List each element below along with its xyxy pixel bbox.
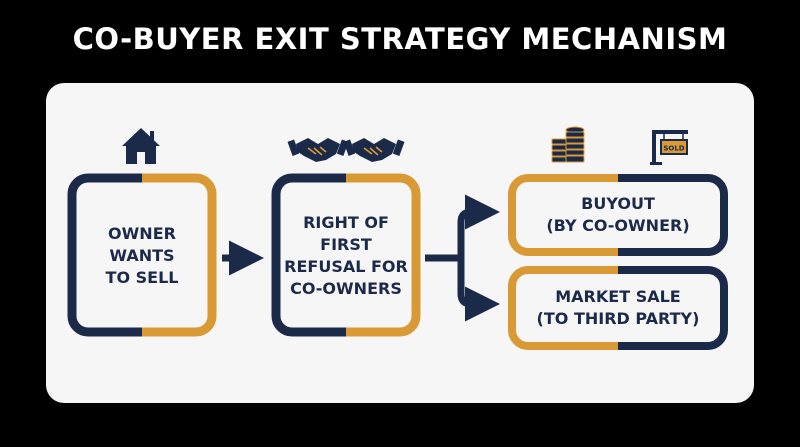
buyout-box — [508, 174, 728, 256]
sold-sign-icon: SOLD — [650, 130, 688, 165]
market-box — [508, 266, 728, 350]
buyout-label: BUYOUT (BY CO-OWNER) — [546, 194, 690, 235]
rofr-box — [271, 173, 421, 337]
owner-label: OWNER WANTS TO SELL — [105, 224, 179, 287]
owner-box — [67, 173, 217, 337]
sold-sign-text: SOLD — [663, 145, 684, 153]
branch-arrows — [425, 194, 500, 322]
rofr-label: RIGHT OF FIRST REFUSAL FOR CO-OWNERS — [284, 213, 408, 298]
page-title: CO-BUYER EXIT STRATEGY MECHANISM — [72, 22, 728, 56]
market-label: MARKET SALE (TO THIRD PARTY) — [536, 287, 700, 328]
coin-stack-icon — [551, 126, 585, 163]
handshake-icon — [343, 138, 405, 162]
handshake-icon — [287, 138, 349, 162]
house-icon — [122, 128, 160, 164]
